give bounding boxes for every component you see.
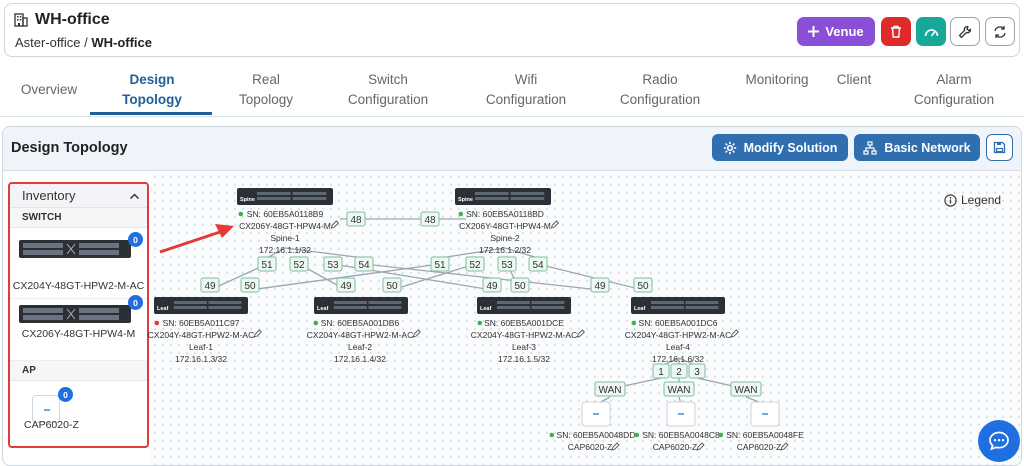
tab-overview-label: Overview xyxy=(20,82,78,97)
add-venue-button[interactable]: Venue xyxy=(797,17,875,46)
tab-real-topology-line1: Real xyxy=(252,72,280,87)
save-button[interactable] xyxy=(986,134,1013,161)
inventory-ap-item[interactable]: 0 CAP6020-Z xyxy=(10,381,147,446)
inventory-switch-item[interactable]: 0 CX206Y-48GT-HPW4-M xyxy=(10,295,147,361)
chat-icon xyxy=(989,431,1009,451)
tab-wifi-configuration-line2: Configuration xyxy=(485,92,567,107)
access-point-icon xyxy=(32,395,60,423)
legend-label: Legend xyxy=(961,193,1002,207)
inventory-ap-model: CAP6020-Z xyxy=(24,419,79,431)
switch-device-icon xyxy=(19,305,131,323)
topology-canvas[interactable] xyxy=(151,173,1021,465)
basic-network-label: Basic Network xyxy=(884,140,971,155)
tab-alarm-configuration-line2: Configuration xyxy=(913,92,995,107)
add-venue-label: Venue xyxy=(825,24,864,39)
panel-header: Design Topology Modify Solution Basic Ne… xyxy=(3,127,1021,171)
tab-switch-configuration-line2: Configuration xyxy=(347,92,429,107)
tab-monitoring[interactable]: Monitoring xyxy=(734,70,820,90)
tab-client[interactable]: Client xyxy=(826,70,882,90)
tab-client-label: Client xyxy=(836,72,872,87)
breadcrumb-parent[interactable]: Aster-office / xyxy=(15,35,92,50)
tab-design-topology-line2: Topology xyxy=(122,92,182,107)
inventory-switch-model: CX204Y-48GT-HPW2-M-AC xyxy=(12,280,145,292)
refresh-icon xyxy=(994,25,1006,38)
gauge-icon xyxy=(924,28,938,36)
inventory-switch-item[interactable]: 0 CX204Y-48GT-HPW2-M-AC xyxy=(10,228,147,299)
inventory-header[interactable]: Inventory xyxy=(10,184,147,208)
inventory-title: Inventory xyxy=(22,188,76,203)
refresh-button[interactable] xyxy=(985,17,1015,46)
save-icon xyxy=(993,141,1006,154)
dashboard-button[interactable] xyxy=(916,17,946,46)
inventory-panel: Inventory SWITCH 0 CX204Y-48GT-HPW2-M-AC… xyxy=(8,182,149,448)
chat-button[interactable] xyxy=(978,420,1020,462)
venue-name: WH-office xyxy=(35,11,110,28)
trash-icon xyxy=(891,25,901,38)
building-icon xyxy=(14,13,28,27)
design-topology-panel: Design Topology Modify Solution Basic Ne… xyxy=(2,126,1022,466)
inventory-ap-section: AP xyxy=(10,361,147,381)
gear-icon xyxy=(723,141,736,154)
modify-solution-label: Modify Solution xyxy=(743,140,838,155)
tab-overview[interactable]: Overview xyxy=(12,80,86,100)
delete-button[interactable] xyxy=(881,17,911,46)
tab-alarm-configuration-line1: Alarm xyxy=(936,72,972,87)
tab-monitoring-label: Monitoring xyxy=(745,72,809,87)
plus-icon xyxy=(808,26,820,37)
tab-radio-configuration-line2: Configuration xyxy=(619,92,701,107)
info-icon xyxy=(944,193,957,207)
tab-design-topology-line1: Design xyxy=(129,72,175,87)
wrench-icon xyxy=(958,25,972,38)
venue-title: WH-office xyxy=(13,11,110,29)
inventory-switch-model: CX206Y-48GT-HPW4-M xyxy=(21,328,136,340)
inventory-count-badge: 0 xyxy=(128,232,143,247)
tab-switch-configuration-line1: Switch xyxy=(368,72,408,87)
inventory-count-badge: 0 xyxy=(58,387,73,402)
breadcrumb-current: WH-office xyxy=(91,35,153,50)
panel-title: Design Topology xyxy=(11,140,128,156)
tab-real-topology-line2: Topology xyxy=(238,92,294,107)
chevron-up-icon[interactable] xyxy=(130,192,139,199)
active-tab-indicator xyxy=(90,112,212,115)
venue-header: WH-office Aster-office / WH-office Venue xyxy=(4,3,1020,57)
basic-network-button[interactable]: Basic Network xyxy=(854,134,980,161)
network-icon xyxy=(863,140,878,155)
tools-button[interactable] xyxy=(950,17,980,46)
tab-wifi-configuration-line1: Wifi xyxy=(514,72,538,87)
breadcrumb: Aster-office / WH-office xyxy=(15,35,152,50)
legend-toggle[interactable]: Legend xyxy=(944,193,1001,207)
inventory-switch-section: SWITCH xyxy=(10,208,147,228)
inventory-count-badge: 0 xyxy=(128,295,143,310)
switch-device-icon xyxy=(19,240,131,258)
modify-solution-button[interactable]: Modify Solution xyxy=(712,134,848,161)
tab-radio-configuration-line1: Radio xyxy=(642,72,678,87)
